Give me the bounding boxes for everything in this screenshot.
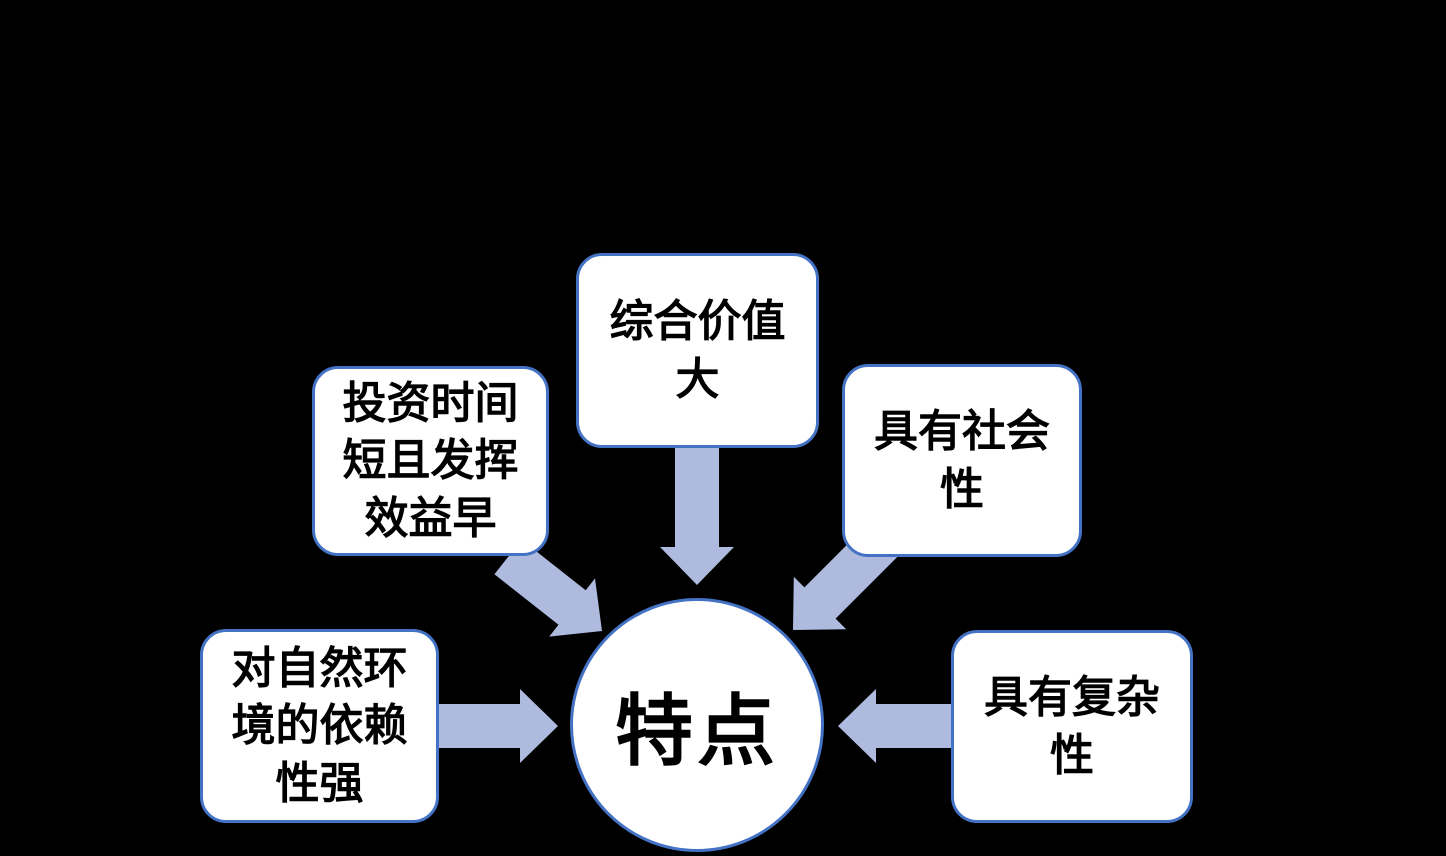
node-social-nature: 具有社会 性 — [842, 364, 1082, 557]
node-short-investment-time: 投资时间 短且发挥 效益早 — [312, 366, 549, 556]
arrow-from-upper-left-icon — [494, 539, 602, 637]
node-environment-dependence: 对自然环 境的依赖 性强 — [200, 629, 439, 823]
node-social-nature-label: 具有社会 性 — [874, 407, 1050, 514]
node-short-investment-time-label: 投资时间 短且发挥 效益早 — [342, 379, 519, 543]
node-comprehensive-value: 综合价值 大 — [576, 253, 819, 448]
node-complexity-label: 具有复杂 性 — [984, 673, 1160, 780]
center-node: 特点 — [570, 598, 824, 852]
arrow-from-right-icon — [838, 689, 951, 763]
node-environment-dependence-label: 对自然环 境的依赖 性强 — [231, 644, 408, 808]
node-comprehensive-value-label: 综合价值 大 — [609, 297, 786, 404]
node-complexity: 具有复杂 性 — [951, 630, 1193, 823]
arrow-from-left-icon — [439, 689, 558, 763]
center-node-label: 特点 — [614, 687, 779, 775]
arrow-from-top-icon — [660, 448, 734, 585]
